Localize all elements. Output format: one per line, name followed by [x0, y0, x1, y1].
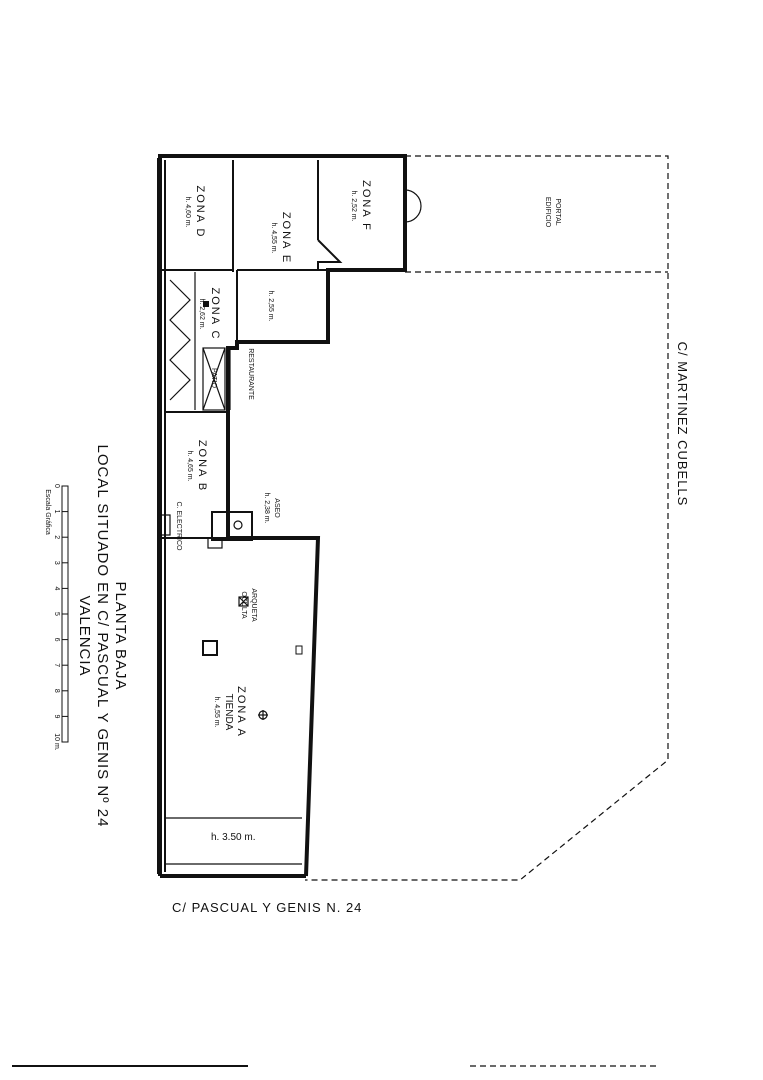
zona-f-height: h. 2,52 m. — [350, 190, 357, 221]
scale-tick-label: 4 — [53, 586, 60, 590]
zona-b-height: h. 4,65 m. — [186, 450, 193, 481]
patio-label: PATIO — [210, 368, 217, 389]
zona-c-height: h. 2,62 m. — [198, 298, 205, 329]
portal-label: PORTAL — [554, 198, 561, 225]
street-martinez-cubells: C/ MARTINEZ CUBELLS — [675, 342, 690, 507]
scale-tick-label: 1 — [53, 510, 60, 514]
zona-c-label: ZONA C — [209, 288, 221, 341]
cuadro-electrico-label: C. ELECTRICO — [175, 501, 182, 551]
zona-e-height: h. 4,55 m. — [270, 222, 277, 253]
aseo-label: ASEO — [273, 498, 280, 518]
zona-a-front-height: h. 3.50 m. — [211, 832, 255, 843]
neighbour-outline — [305, 155, 669, 881]
scale-tick-label: 10 m. — [53, 733, 60, 751]
restaurante-label: RESTAURANTE — [247, 348, 254, 400]
title-city: VALENCIA — [76, 595, 93, 676]
zona-d-height: h. 4,60 m. — [184, 196, 191, 227]
scale-caption: Escala Gráfica — [44, 489, 51, 535]
scale-tick-label: 7 — [53, 663, 60, 667]
interior-walls — [160, 160, 422, 872]
zona-a-use: TIENDA — [223, 694, 234, 731]
zona-e-lower-height: h. 2,55 m. — [267, 290, 274, 321]
scale-tick-label: 6 — [53, 638, 60, 642]
scale-tick-label: 5 — [53, 612, 60, 616]
zona-a-height: h. 4,55 m. — [213, 696, 220, 727]
zona-d-label: ZONA D — [194, 186, 206, 239]
title-local: LOCAL SITUADO EN C/ PASCUAL Y GENIS Nº 2… — [94, 445, 111, 828]
scale-tick-label: 3 — [53, 561, 60, 565]
title-planta-baja: PLANTA BAJA — [112, 581, 129, 690]
street-pascual-genis: C/ PASCUAL Y GENIS N. 24 — [172, 900, 362, 915]
scale-tick-label: 9 — [53, 714, 60, 718]
scale-bar: 0 1 2 3 4 5 6 7 8 9 10 m. Escala Gráfica — [44, 484, 69, 751]
scale-tick-label: 2 — [53, 535, 60, 539]
aseo-height: h. 2,38 m. — [263, 492, 270, 523]
arqueta-label: ARQUETA — [250, 588, 257, 622]
room-labels: ZONA A TIENDA h. 4,55 m. h. 3.50 m. ZONA… — [175, 180, 561, 843]
exterior-walls — [157, 154, 407, 878]
scale-tick-label: 8 — [53, 689, 60, 693]
zona-b-label: ZONA B — [196, 440, 208, 492]
zona-a-label: ZONA A — [235, 686, 247, 738]
zona-e-label: ZONA E — [280, 212, 292, 264]
scale-tick-label: 0 — [53, 484, 60, 488]
portal-building-label: EDIFICIO — [544, 197, 551, 228]
zona-f-label: ZONA F — [360, 180, 372, 232]
arqueta-hidden-label: OCULTA — [240, 591, 247, 619]
